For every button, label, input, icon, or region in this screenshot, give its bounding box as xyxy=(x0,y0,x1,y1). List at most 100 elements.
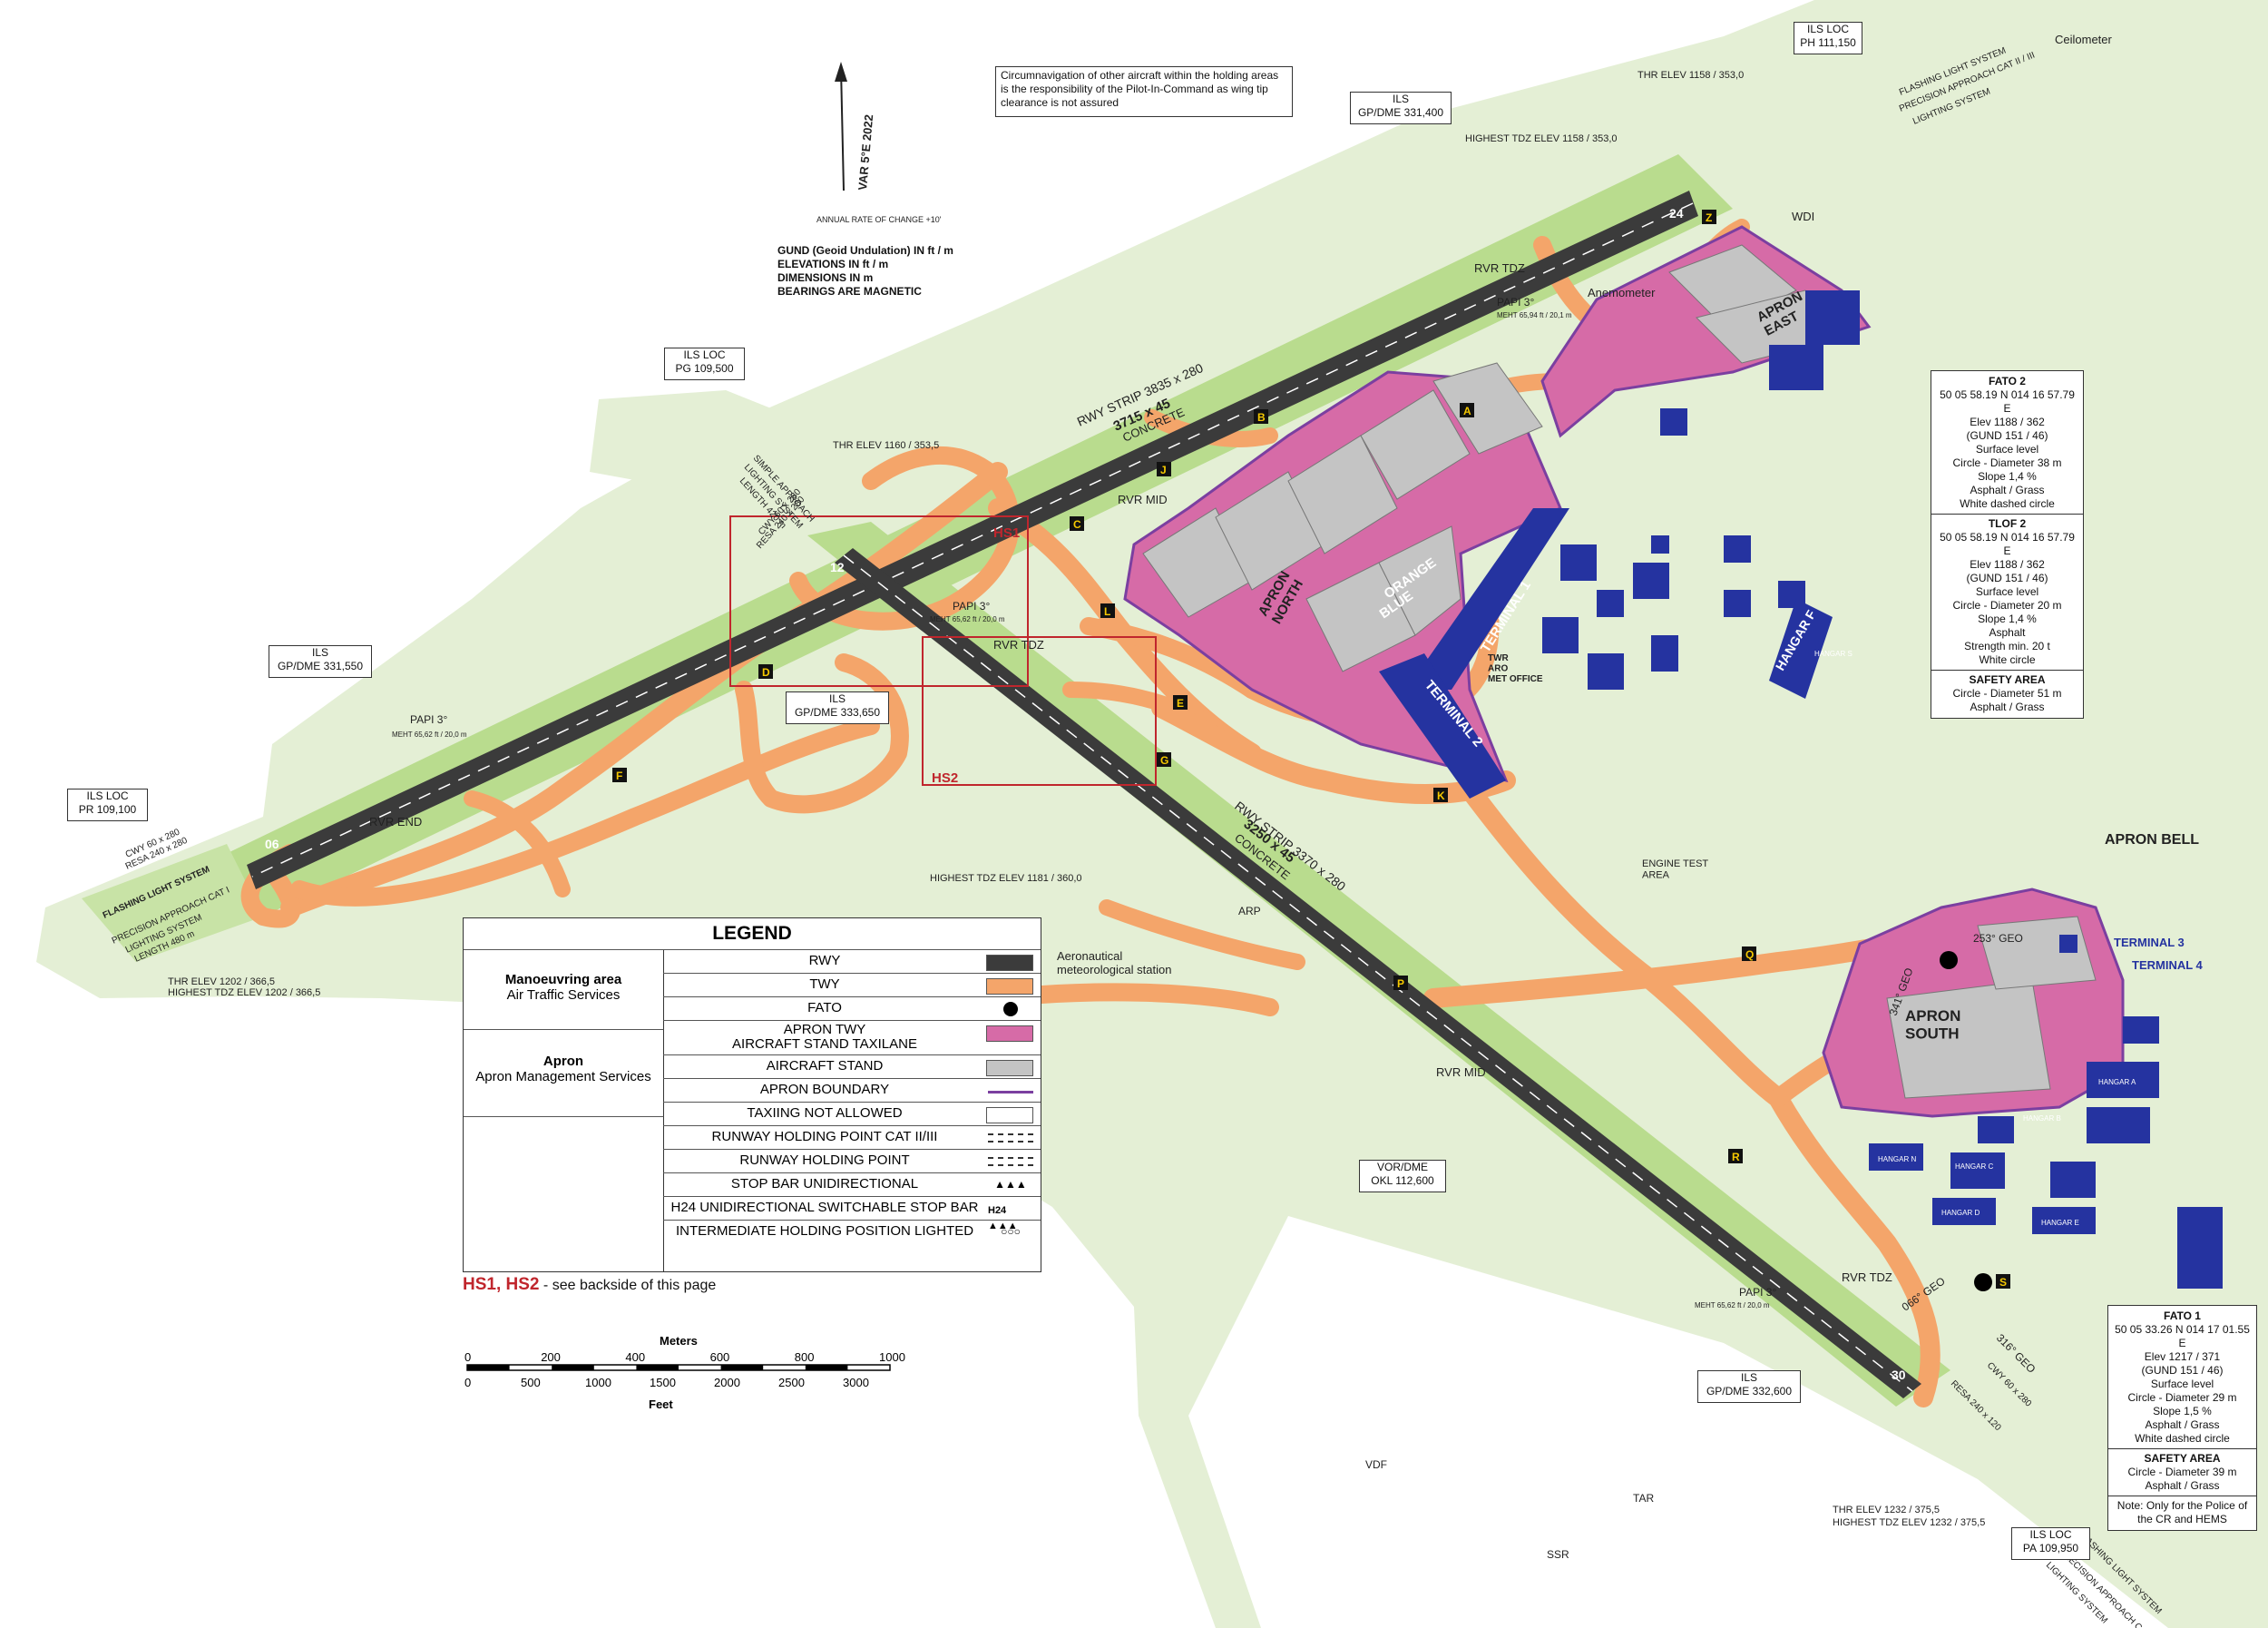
taxiway-z-marker-box xyxy=(1702,210,1716,224)
legend-fato-circle xyxy=(1003,1002,1018,1016)
terminal-3-label: TERMINAL 3 xyxy=(2114,936,2185,949)
legend-row: RUNWAY HOLDING POINT CAT II/III xyxy=(663,1125,1041,1150)
fato-1-gund: (GUND 151 / 46) xyxy=(2141,1364,2224,1377)
fato-2-sa1: Circle - Diameter 51 m xyxy=(1952,687,2062,700)
taxiway-g-marker-text: G xyxy=(1160,754,1168,767)
legend-row: APRON TWY AIRCRAFT STAND TAXILANE xyxy=(663,1020,1041,1055)
taxiway-r-marker[interactable]: R xyxy=(1728,1149,1743,1163)
taxiway-f-marker-text: F xyxy=(616,770,622,782)
rwy-06-number: 06 xyxy=(265,837,279,851)
taxiway-d-marker[interactable]: D xyxy=(758,664,773,679)
legend-row-label: RUNWAY HOLDING POINT xyxy=(739,1152,910,1168)
rvr-tdz-2-label: RVR TDZ xyxy=(993,638,1044,652)
fato-2-sa2: Asphalt / Grass xyxy=(1970,701,2045,713)
fato-2-marker[interactable] xyxy=(1940,951,1958,969)
vor-dme-box: VOR/DME OKL 112,600 xyxy=(1359,1160,1446,1192)
scale-segment xyxy=(720,1365,764,1370)
taxiway-p-marker[interactable]: P xyxy=(1393,976,1408,990)
legend-row-label: RUNWAY HOLDING POINT CAT II/III xyxy=(711,1129,938,1144)
taxiway-c-marker[interactable]: C xyxy=(1070,516,1084,531)
taxiway-g-marker[interactable]: G xyxy=(1157,752,1171,767)
hangar-e-label: HANGAR E xyxy=(2041,1219,2079,1227)
tlof-2-coord: 50 05 58.19 N 014 16 57.79 E xyxy=(1940,531,2075,557)
taxiway-c-marker-text: C xyxy=(1073,518,1081,531)
fato-2-l1: Surface level xyxy=(1975,443,2039,456)
papi-12-label: PAPI 3° xyxy=(953,600,990,613)
fato-1-note: Note: Only for the Police of the CR and … xyxy=(2116,1499,2248,1525)
thr-30-label: THR ELEV 1232 / 375,5 xyxy=(1833,1505,1940,1515)
legend-row-symbol xyxy=(986,978,1033,995)
hangar-n-label: HANGAR N xyxy=(1878,1155,1916,1163)
fato-2-l3: Slope 1,4 % xyxy=(1978,470,2037,483)
taxiway-s-marker-text: S xyxy=(1999,1276,2007,1289)
taxiway-j-marker[interactable]: J xyxy=(1157,462,1171,476)
meht-24-label: MEHT 65,94 ft / 20,1 m xyxy=(1497,311,1572,319)
legend-row-label: TAXIING NOT ALLOWED xyxy=(747,1105,903,1121)
fato-1-coord: 50 05 33.26 N 014 17 01.55 E xyxy=(2115,1323,2250,1349)
legend-row-symbol xyxy=(988,1084,1033,1094)
legend-row: RUNWAY HOLDING POINT xyxy=(663,1149,1041,1173)
taxiway-c-marker-box xyxy=(1070,516,1084,531)
rvr-mid-2-label: RVR MID xyxy=(1436,1065,1486,1079)
apron-bell-label: APRON BELL xyxy=(2105,832,2199,848)
fato-1-marker[interactable] xyxy=(1974,1273,1992,1291)
ils-gp-332600-box: ILS GP/DME 332,600 xyxy=(1697,1370,1801,1403)
scale-meter-tick: 400 xyxy=(625,1350,645,1364)
hangar-d-label: HANGAR D xyxy=(1941,1209,1980,1217)
taxiway-k-marker-text: K xyxy=(1437,789,1445,802)
aircraft-stands xyxy=(1142,244,2097,1099)
hs2-label: HS2 xyxy=(932,770,958,786)
taxiway-q-marker[interactable]: Q xyxy=(1742,946,1756,961)
hs-note-text: - see backside of this page xyxy=(539,1278,717,1293)
north-arrow xyxy=(840,67,845,191)
taxiway-s-marker[interactable]: S xyxy=(1996,1274,2010,1289)
legend-row-symbol: ▲▲▲ xyxy=(988,1178,1033,1192)
scale-meter-tick: 800 xyxy=(795,1350,815,1364)
tlof-2-t3: Slope 1,4 % xyxy=(1978,613,2037,625)
hangar-c-label: HANGAR C xyxy=(1955,1162,1993,1171)
taxiway-e-marker[interactable]: E xyxy=(1173,695,1188,710)
ils-loc-pr-box: ILS LOC PR 109,100 xyxy=(67,789,148,821)
ils-loc-pg-box: ILS LOC PG 109,500 xyxy=(664,348,745,380)
aero-met-line-1: meteorological station xyxy=(1057,963,1171,976)
meht-06-label: MEHT 65,62 ft / 20,0 m xyxy=(392,731,467,739)
tlof-2-gund: (GUND 151 / 46) xyxy=(1966,572,2048,584)
taxiway-a-marker[interactable]: A xyxy=(1460,403,1474,417)
fato-1-sa1: Circle - Diameter 39 m xyxy=(2127,1466,2237,1478)
legend-row-label: STOP BAR UNIDIRECTIONAL xyxy=(730,1176,919,1192)
taxiway-l-marker[interactable]: L xyxy=(1100,603,1115,618)
engine-test-line: ENGINE TEST xyxy=(1642,858,1708,869)
taxiway-j-marker-box xyxy=(1157,462,1171,476)
taxiway-q-marker-text: Q xyxy=(1745,948,1754,961)
scale-meter-tick: 1000 xyxy=(879,1350,905,1364)
ssr-label: SSR xyxy=(1547,1548,1569,1561)
rvr-tdz-3-label: RVR TDZ xyxy=(1842,1270,1892,1284)
taxiway-b-marker-text: B xyxy=(1257,411,1266,424)
fato-1-l5: White dashed circle xyxy=(2135,1432,2230,1445)
scale-segment xyxy=(636,1365,679,1370)
legend-title: LEGEND xyxy=(464,918,1041,950)
papi-30-label: PAPI 3° xyxy=(1739,1286,1776,1299)
taxiway-b-marker[interactable]: B xyxy=(1254,409,1268,424)
elevations-note: ELEVATIONS IN ft / m xyxy=(777,258,889,270)
tlof-2-t1: Surface level xyxy=(1975,585,2039,598)
taxiway-f-marker[interactable]: F xyxy=(612,768,627,782)
rwy-12-number: 12 xyxy=(830,560,845,574)
taxiway-d-marker-box xyxy=(758,664,773,679)
hangar-b-label: HANGAR B xyxy=(2023,1114,2061,1123)
taxiway-z-marker[interactable]: Z xyxy=(1702,210,1716,224)
taxiway-d-marker-text: D xyxy=(762,666,770,679)
taxiway-k-marker-box xyxy=(1433,788,1448,802)
taxiway-k-marker[interactable]: K xyxy=(1433,788,1448,802)
apron-east xyxy=(1540,225,1872,438)
scale-feet-tick: 500 xyxy=(521,1376,541,1389)
hs1-label: HS1 xyxy=(993,525,1020,541)
var-label: VAR 5°E 2022 xyxy=(855,114,875,191)
taxiway-l-marker-text: L xyxy=(1104,605,1110,618)
taxiway-l-marker-box xyxy=(1100,603,1115,618)
rwy-24-number: 24 xyxy=(1669,206,1684,221)
tlof-2-t4: Asphalt xyxy=(1989,626,2026,639)
north-arrow-head xyxy=(835,62,847,82)
